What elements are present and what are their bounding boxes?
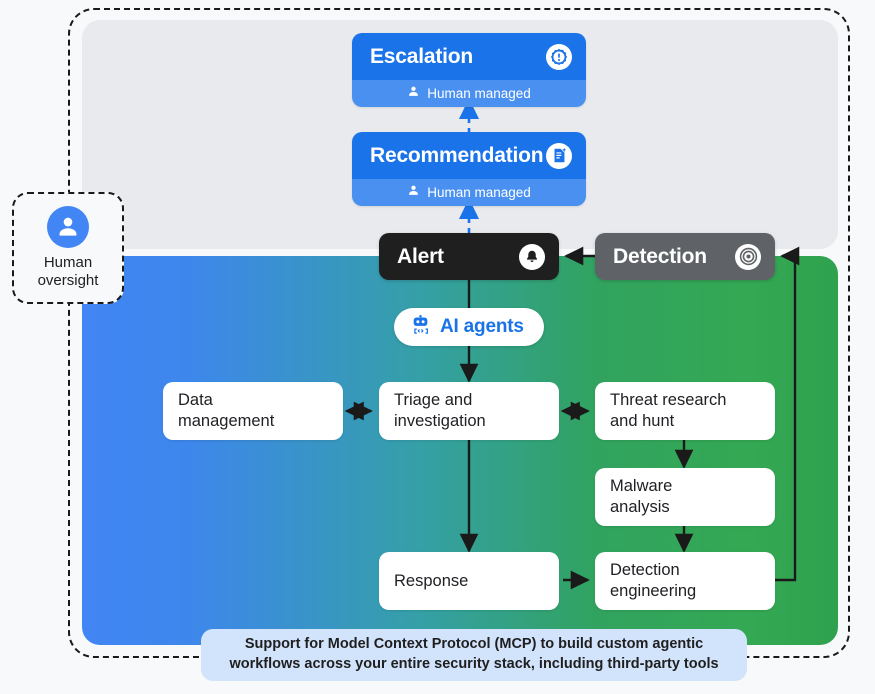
workflow-label: Response bbox=[394, 571, 469, 590]
workflow-label: Detection engineering bbox=[610, 561, 697, 600]
alert-title: Alert bbox=[397, 244, 444, 268]
bell-icon bbox=[519, 243, 545, 270]
human-oversight-label: Human oversight bbox=[37, 254, 99, 289]
document-sparkle-icon bbox=[546, 142, 572, 169]
robot-code-icon bbox=[410, 314, 431, 340]
person-icon bbox=[47, 206, 89, 248]
person-icon bbox=[407, 85, 420, 103]
target-icon bbox=[735, 243, 761, 270]
detection-card[interactable]: Detection bbox=[595, 233, 775, 280]
recommendation-title: Recommendation bbox=[370, 143, 544, 167]
workflow-label: Data management bbox=[178, 391, 275, 430]
mcp-banner-label: Support for Model Context Protocol (MCP)… bbox=[229, 636, 719, 672]
escalation-human-managed-bar: Human managed bbox=[352, 80, 586, 107]
ai-agents-label: AI agents bbox=[440, 316, 524, 337]
detection-title: Detection bbox=[613, 244, 707, 268]
person-icon bbox=[407, 184, 420, 202]
escalation-header: Escalation bbox=[352, 33, 586, 80]
recommendation-header: Recommendation bbox=[352, 132, 586, 179]
workflow-label: Threat research and hunt bbox=[610, 391, 727, 430]
workflow-box-malware-analysis[interactable]: Malware analysis bbox=[595, 468, 775, 526]
escalation-title: Escalation bbox=[370, 44, 474, 68]
workflow-label: Triage and investigation bbox=[394, 391, 486, 430]
workflow-box-data-management[interactable]: Data management bbox=[163, 382, 343, 440]
recommendation-human-managed-bar: Human managed bbox=[352, 179, 586, 206]
human-oversight-card[interactable]: Human oversight bbox=[12, 192, 124, 304]
workflow-box-threat-research[interactable]: Threat research and hunt bbox=[595, 382, 775, 440]
workflow-box-detection-engineering[interactable]: Detection engineering bbox=[595, 552, 775, 610]
workflow-label: Malware analysis bbox=[610, 477, 673, 516]
arrow-detection-engineering-feedback bbox=[775, 246, 800, 582]
mcp-banner: Support for Model Context Protocol (MCP)… bbox=[201, 629, 747, 681]
escalation-card[interactable]: Escalation Human managed bbox=[352, 33, 586, 107]
escalation-sub-label: Human managed bbox=[427, 86, 531, 101]
ai-agents-chip[interactable]: AI agents bbox=[394, 308, 544, 346]
alert-exclamation-icon bbox=[546, 43, 572, 70]
recommendation-card[interactable]: Recommendation Human managed bbox=[352, 132, 586, 206]
workflow-box-response[interactable]: Response bbox=[379, 552, 559, 610]
recommendation-sub-label: Human managed bbox=[427, 185, 531, 200]
alert-card[interactable]: Alert bbox=[379, 233, 559, 280]
workflow-box-triage-investigation[interactable]: Triage and investigation bbox=[379, 382, 559, 440]
